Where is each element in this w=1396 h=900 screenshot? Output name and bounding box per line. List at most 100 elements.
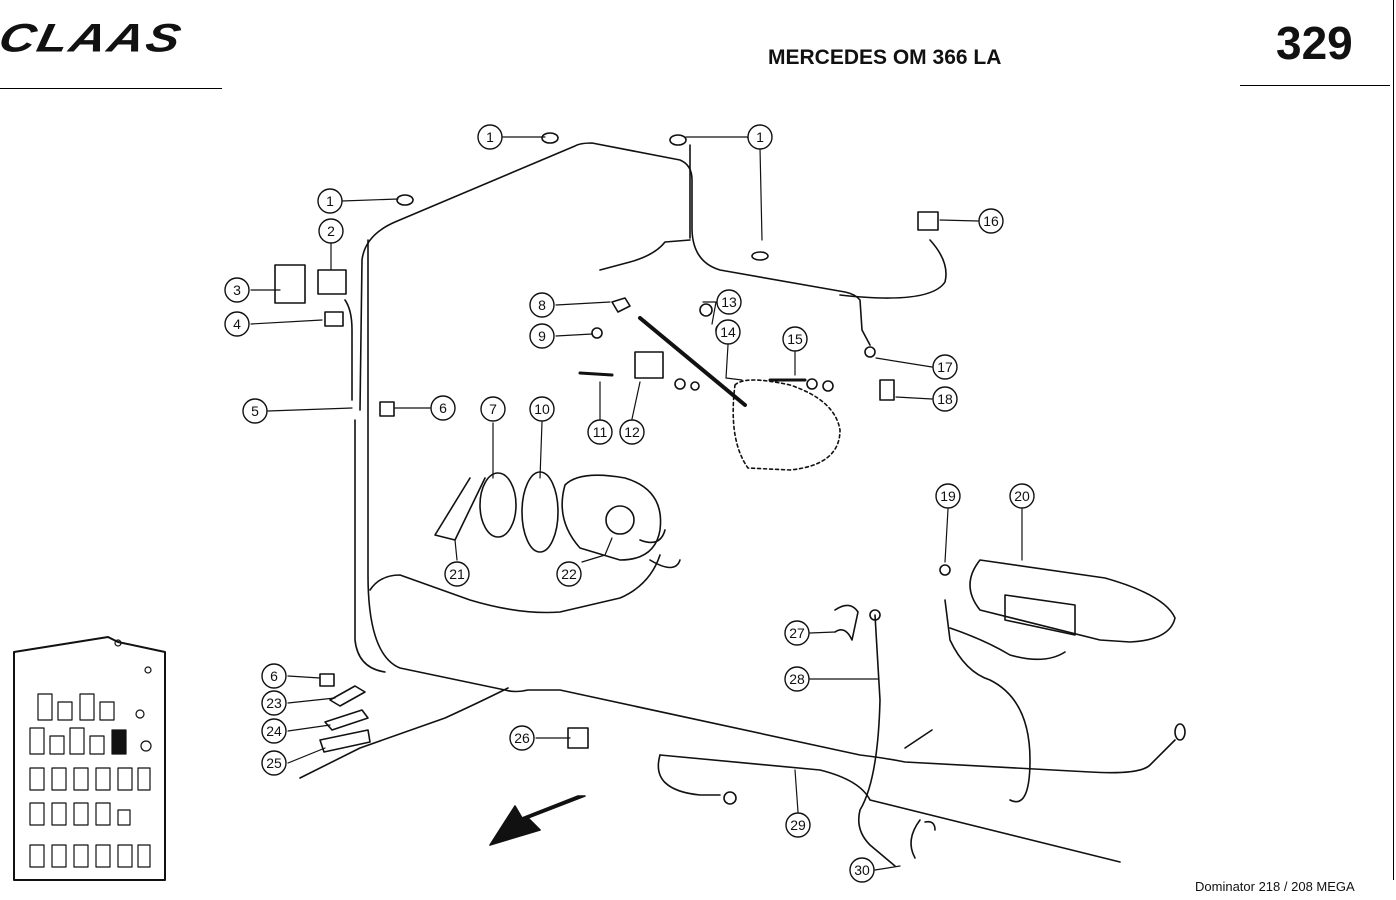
- cable-holder: [329, 685, 366, 707]
- svg-text:3: 3: [233, 282, 241, 298]
- cable-lug: [1174, 723, 1186, 741]
- cable-lug: [869, 609, 881, 621]
- callout-9: 9: [529, 323, 555, 349]
- pulley: [479, 472, 517, 538]
- fuse-holder: [324, 709, 369, 731]
- svg-text:17: 17: [937, 359, 953, 375]
- svg-text:19: 19: [940, 488, 956, 504]
- callout-27: 27: [784, 620, 810, 646]
- svg-text:2: 2: [327, 223, 335, 239]
- callout-22: 22: [556, 561, 582, 587]
- relay-socket: [324, 311, 344, 327]
- svg-text:9: 9: [538, 328, 546, 344]
- callout-14: 14: [715, 319, 741, 345]
- callout-18: 18: [932, 386, 958, 412]
- callout-15: 15: [782, 326, 808, 352]
- injection-pump-outline: [732, 379, 841, 471]
- callout-20: 20: [1009, 483, 1035, 509]
- callout-23: 23: [261, 690, 287, 716]
- page-title: MERCEDES OM 366 LA: [768, 46, 1002, 69]
- svg-text:24: 24: [266, 723, 282, 739]
- callout-28: 28: [784, 666, 810, 692]
- page-number: 329: [1276, 17, 1353, 69]
- svg-text:25: 25: [266, 755, 282, 771]
- callout-16: 16: [978, 208, 1004, 234]
- svg-text:18: 18: [937, 391, 953, 407]
- header-rule-right: [1240, 85, 1390, 86]
- svg-text:1: 1: [756, 129, 764, 145]
- callout-5: 5: [242, 398, 268, 424]
- callout-1: 1: [747, 124, 773, 150]
- leader-lines: [250, 136, 1023, 871]
- callout-25: 25: [261, 750, 287, 776]
- terminal-ring: [864, 346, 876, 358]
- nut: [699, 303, 713, 317]
- svg-text:5: 5: [251, 403, 259, 419]
- svg-text:30: 30: [854, 862, 870, 878]
- callout-8: 8: [529, 292, 555, 318]
- callout-24: 24: [261, 718, 287, 744]
- connector-cap: [319, 673, 335, 687]
- svg-text:22: 22: [561, 566, 577, 582]
- callout-1: 1: [317, 188, 343, 214]
- connector-cap: [379, 401, 395, 417]
- connector-plug: [669, 134, 687, 146]
- header-rule-left: [0, 88, 222, 89]
- relay: [317, 269, 347, 295]
- callout-1: 1: [477, 124, 503, 150]
- right-border: [1393, 0, 1394, 880]
- svg-text:6: 6: [270, 668, 278, 684]
- svg-text:27: 27: [789, 625, 805, 641]
- callout-21: 21: [444, 561, 470, 587]
- callout-26: 26: [509, 725, 535, 751]
- callout-4: 4: [224, 311, 250, 337]
- svg-text:8: 8: [538, 297, 546, 313]
- callout-19: 19: [935, 483, 961, 509]
- svg-text:26: 26: [514, 730, 530, 746]
- svg-text:1: 1: [326, 193, 334, 209]
- svg-text:7: 7: [489, 401, 497, 417]
- washer: [939, 564, 951, 576]
- pressure-switch: [879, 379, 895, 401]
- callout-17: 17: [932, 354, 958, 380]
- svg-text:10: 10: [534, 401, 550, 417]
- throttle-rod: [638, 316, 747, 407]
- callout-7: 7: [480, 396, 506, 422]
- terminal-boot: [834, 604, 859, 641]
- starter-motor: [969, 559, 1176, 643]
- v-belt: [434, 477, 486, 541]
- svg-text:28: 28: [789, 671, 805, 687]
- svg-text:16: 16: [983, 213, 999, 229]
- svg-text:6: 6: [439, 400, 447, 416]
- connector-plug: [541, 132, 559, 144]
- svg-text:20: 20: [1014, 488, 1030, 504]
- svg-text:12: 12: [624, 424, 640, 440]
- fuse-box-fuses: [29, 639, 152, 868]
- callout-12: 12: [619, 419, 645, 445]
- callout-10: 10: [529, 396, 555, 422]
- callout-3: 3: [224, 277, 250, 303]
- cable-clamp: [910, 819, 936, 859]
- callout-30: 30: [849, 857, 875, 883]
- cable-lug: [723, 791, 737, 805]
- temperature-sensor: [917, 211, 939, 231]
- svg-text:23: 23: [266, 695, 282, 711]
- bracket-small: [567, 727, 589, 749]
- svg-text:29: 29: [790, 817, 806, 833]
- svg-text:11: 11: [593, 424, 608, 440]
- fuse-box-inset: [13, 636, 166, 881]
- callout-6: 6: [430, 395, 456, 421]
- model-footer: Dominator 218 / 208 MEGA: [1195, 879, 1355, 894]
- callout-13: 13: [716, 289, 742, 315]
- callout-29: 29: [785, 812, 811, 838]
- washer: [591, 327, 603, 339]
- sender-unit: [611, 297, 631, 313]
- svg-text:1: 1: [486, 129, 494, 145]
- callout-11: 11: [587, 419, 613, 445]
- svg-text:4: 4: [233, 316, 241, 332]
- switch-body: [634, 351, 664, 379]
- alternator: [561, 474, 662, 561]
- connector-plug: [751, 251, 769, 261]
